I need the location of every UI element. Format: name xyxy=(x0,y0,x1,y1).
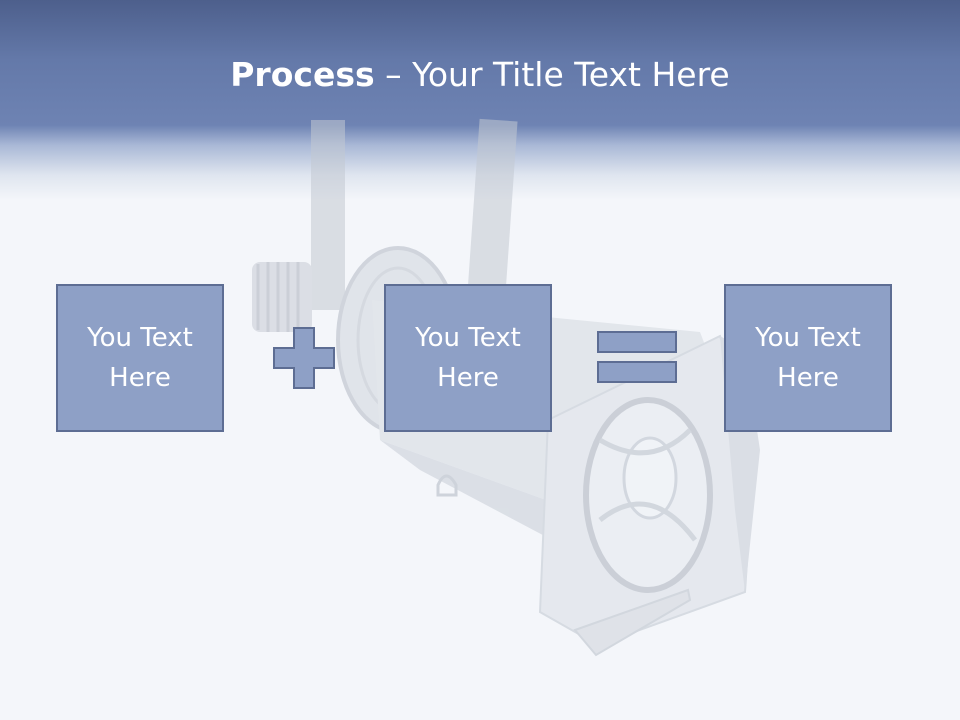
title-bold: Process xyxy=(230,55,375,94)
process-box-3[interactable]: You Text Here xyxy=(724,284,892,432)
process-box-2-text: You Text Here xyxy=(415,323,521,393)
plus-icon xyxy=(273,327,335,389)
process-box-3-text: You Text Here xyxy=(755,323,861,393)
title-rest: Your Title Text Here xyxy=(412,55,730,94)
slide-title: Process – Your Title Text Here xyxy=(0,54,960,96)
equals-icon xyxy=(597,331,677,383)
process-box-2[interactable]: You Text Here xyxy=(384,284,552,432)
process-box-1-text: You Text Here xyxy=(87,323,193,393)
title-separator: – xyxy=(374,55,413,94)
process-box-1[interactable]: You Text Here xyxy=(56,284,224,432)
